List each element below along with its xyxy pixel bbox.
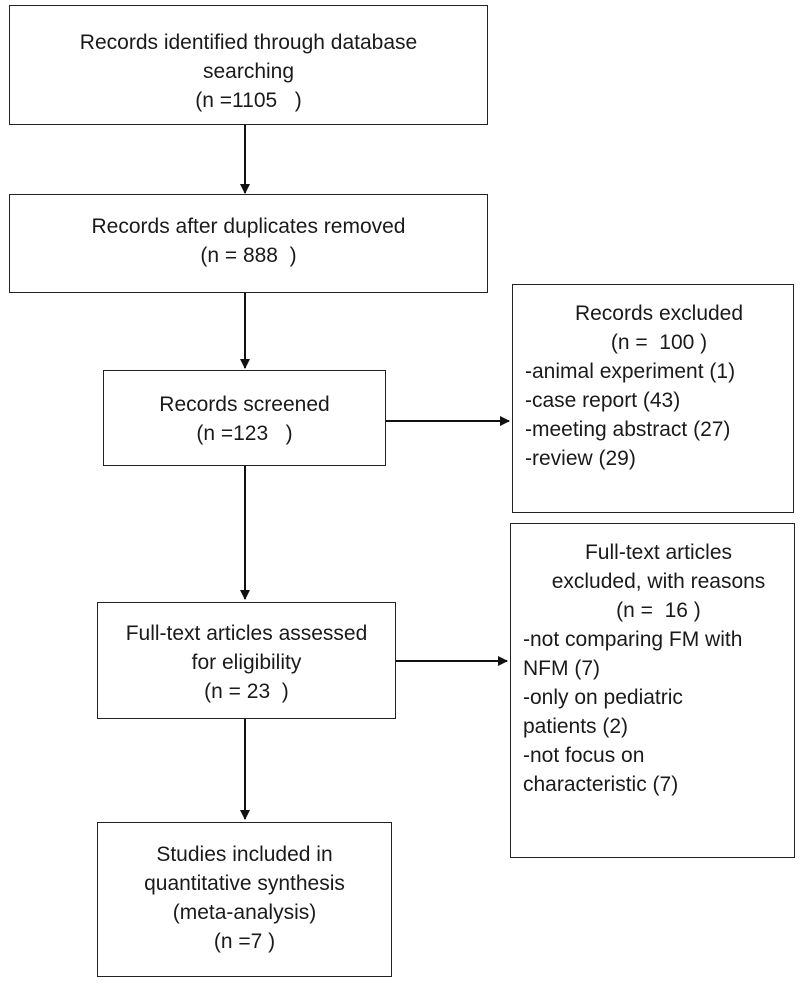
records-excluded-box: Records excluded (n = 100 ) -animal expe… (512, 284, 794, 513)
records-identified-count: (n =1105 ) (195, 89, 302, 112)
fulltext-assessed-line-2: for eligibility (191, 651, 302, 674)
studies-included-line-3: (meta-analysis) (172, 901, 317, 924)
records-after-duplicates-label: Records after duplicates removed (91, 215, 406, 238)
fulltext-excluded-count: (n = 16 ) (616, 599, 701, 622)
fulltext-excluded-box: Full-text articles excluded, with reason… (510, 523, 795, 858)
records-screened-count: (n =123 ) (196, 422, 293, 445)
records-excluded-title: Records excluded (574, 302, 744, 325)
records-identified-line-1: Records identified through database (79, 31, 418, 54)
records-excluded-count: (n = 100 ) (610, 331, 708, 354)
records-excluded-reason: -animal experiment (1) (525, 360, 736, 383)
studies-included-line-2: quantitative synthesis (144, 872, 345, 895)
studies-included-line-1: Studies included in (156, 843, 333, 866)
records-after-duplicates-count: (n = 888 ) (200, 244, 297, 267)
records-after-duplicates-box: Records after duplicates removed (n = 88… (9, 194, 488, 293)
fulltext-excluded-reason: -not focus on (523, 744, 645, 767)
fulltext-assessed-count: (n = 23 ) (204, 680, 289, 703)
fulltext-excluded-reason: NFM (7) (523, 657, 600, 680)
records-identified-line-2: searching (202, 60, 295, 83)
fulltext-excluded-reason: -only on pediatric (523, 686, 683, 709)
records-excluded-reason: -case report (43) (525, 389, 681, 412)
fulltext-excluded-reason: -not comparing FM with (523, 628, 743, 651)
records-screened-box: Records screened (n =123 ) (103, 370, 386, 466)
fulltext-assessed-line-1: Full-text articles assessed (125, 622, 368, 645)
studies-included-box: Studies included in quantitative synthes… (97, 822, 392, 977)
fulltext-assessed-box: Full-text articles assessed for eligibil… (97, 602, 396, 719)
fulltext-excluded-title-2: excluded, with reasons (551, 570, 766, 593)
fulltext-excluded-reason: characteristic (7) (523, 773, 679, 796)
records-excluded-reason: -review (29) (525, 447, 636, 470)
records-screened-label: Records screened (159, 393, 330, 416)
studies-included-count: (n =7 ) (213, 930, 276, 953)
records-identified-box: Records identified through database sear… (9, 5, 488, 125)
fulltext-excluded-reason: patients (2) (523, 715, 629, 738)
fulltext-excluded-title-1: Full-text articles (584, 541, 733, 564)
records-excluded-reason: -meeting abstract (27) (525, 418, 731, 441)
